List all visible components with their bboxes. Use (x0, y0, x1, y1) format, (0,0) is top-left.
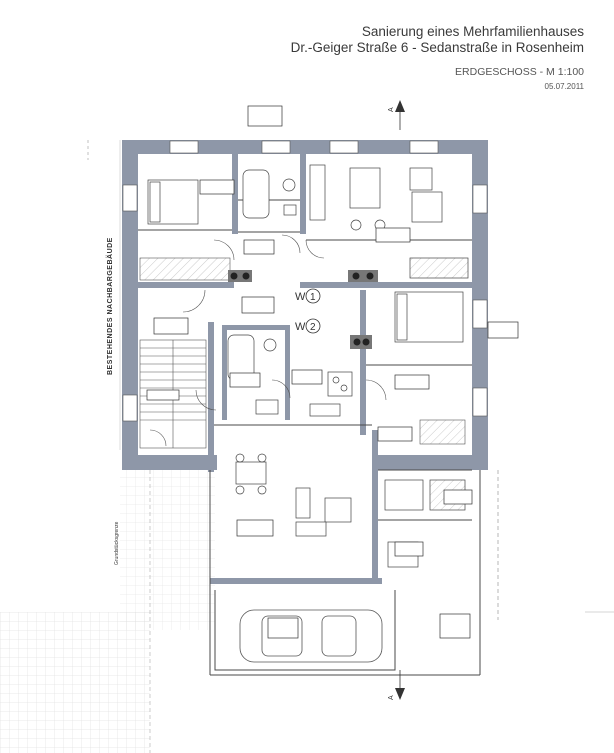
bath-top (242, 169, 297, 219)
svg-text:1: 1 (310, 292, 316, 303)
paved-area-mid (120, 470, 215, 630)
wardrobe-top-left (139, 257, 231, 281)
room-tags (146, 105, 519, 639)
door-swings (149, 234, 387, 447)
bed-top-left (147, 179, 199, 225)
furniture-top-right (309, 164, 469, 279)
car-carport (239, 609, 383, 663)
svg-text:W: W (295, 291, 306, 303)
svg-text:2: 2 (310, 322, 316, 333)
plan-title: Sanierung eines Mehrfamilienhauses (361, 24, 584, 39)
windows-left (122, 184, 138, 422)
windows-top (169, 140, 439, 154)
lot-line-label: Grundstücksgrenze (114, 521, 120, 565)
neighbor-building-label: BESTEHENDES NACHBARGEBÄUDE (106, 237, 114, 375)
plan-scale-label: ERDGESCHOSS - M 1:100 (455, 66, 584, 78)
bath-mid (227, 334, 279, 415)
bed-mid-right (394, 291, 464, 343)
unit-label-w1: W 1 (295, 288, 321, 304)
plan-address: Dr.-Geiger Straße 6 - Sedanstraße in Ros… (290, 40, 584, 55)
section-mark-bottom: A (388, 670, 405, 700)
dining-lower (235, 453, 352, 537)
windows-right (472, 184, 488, 417)
furniture-lower-right (384, 479, 466, 568)
section-mark-top: A (388, 100, 405, 130)
chimney-markers (228, 270, 378, 349)
wardrobe-mid-right (419, 419, 466, 445)
thin-partitions (138, 199, 481, 676)
svg-text:W: W (295, 321, 306, 333)
svg-text:A: A (388, 695, 395, 700)
svg-text:A: A (388, 107, 395, 112)
kitchen-mid (309, 371, 353, 417)
interior-walls (138, 154, 472, 584)
paved-area-left (0, 612, 150, 753)
unit-label-w2: W 2 (295, 318, 321, 334)
plan-date: 05.07.2011 (544, 82, 584, 91)
exterior-walls (122, 140, 488, 470)
